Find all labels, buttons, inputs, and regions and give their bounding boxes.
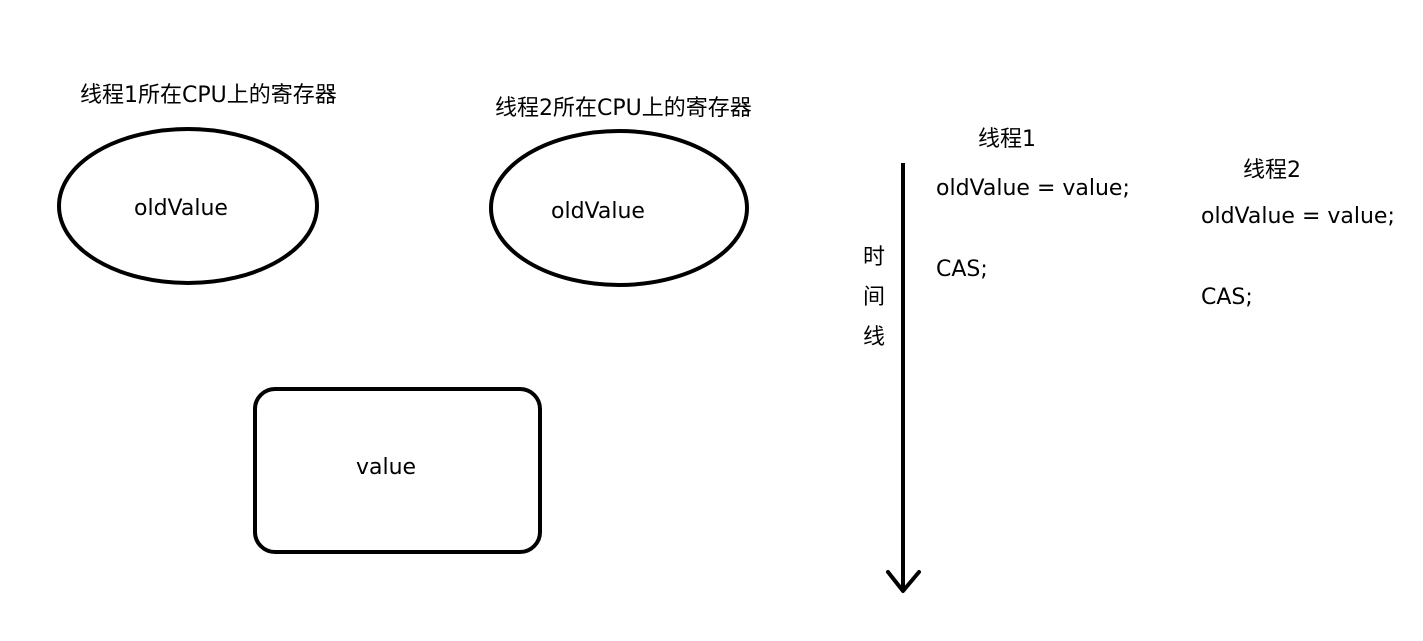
thread1-register-ellipse (57, 127, 319, 285)
timeline-axis-char-3: 线 (863, 325, 886, 350)
memory-var: value (356, 455, 417, 480)
timeline-axis-char-2: 间 (863, 285, 886, 310)
thread1-step-cas: CAS; (936, 257, 988, 282)
timeline-axis-char-1: 时 (863, 245, 886, 270)
thread1-title: 线程1 (978, 127, 1036, 152)
timeline-arrow-head (886, 570, 921, 593)
thread2-title: 线程2 (1243, 158, 1301, 183)
thread2-step-cas: CAS; (1201, 285, 1253, 310)
thread2-register-ellipse (489, 129, 749, 287)
thread2-register-var: oldValue (551, 199, 645, 224)
thread1-step-read: oldValue = value; (936, 176, 1130, 201)
thread1-register-var: oldValue (134, 196, 228, 221)
memory-value-box (253, 387, 542, 554)
thread2-register-title: 线程2所在CPU上的寄存器 (495, 96, 752, 121)
thread2-step-read: oldValue = value; (1201, 204, 1395, 229)
thread1-register-title: 线程1所在CPU上的寄存器 (80, 83, 337, 108)
